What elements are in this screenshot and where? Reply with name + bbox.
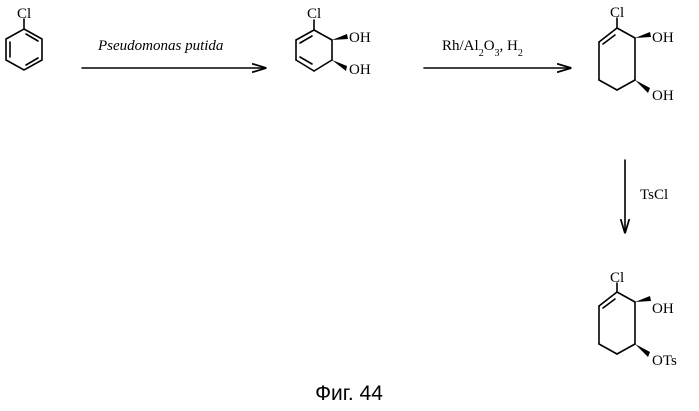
reaction-arrow-3: TsCl <box>625 160 668 232</box>
hydroxyl-label-top: OH <box>652 30 674 46</box>
reaction-arrow-1: Pseudomonas putida <box>82 38 265 68</box>
chloro-label: Cl <box>610 270 624 286</box>
reagent-tscl: TsCl <box>640 187 668 203</box>
hydroxyl-label-bottom: OH <box>652 88 674 104</box>
chloro-label: Cl <box>17 6 31 22</box>
chloro-label: Cl <box>307 6 321 22</box>
hydroxyl-label-top: OH <box>349 30 371 46</box>
reagent-pseudomonas-putida: Pseudomonas putida <box>97 38 223 54</box>
hydroxyl-label-bottom: OH <box>349 62 371 78</box>
compound-chloro-cyclohexenol-tosylate: Cl OH OTs <box>599 270 677 369</box>
figure-caption: Фиг. 44 <box>315 382 383 405</box>
reaction-arrow-2: Rh/Al2O3, H2 <box>424 38 570 68</box>
compound-chlorobenzene: Cl <box>6 6 42 70</box>
chloro-label: Cl <box>610 5 624 21</box>
reagent-rh-alumina-h2: Rh/Al2O3, H2 <box>442 38 523 59</box>
hydroxyl-label: OH <box>652 301 674 317</box>
compound-chloro-cyclohexenediol: Cl OH OH <box>599 5 674 104</box>
compound-chloro-cyclohexadienediol: Cl OH OH <box>296 6 371 78</box>
tosylate-label: OTs <box>652 353 677 369</box>
